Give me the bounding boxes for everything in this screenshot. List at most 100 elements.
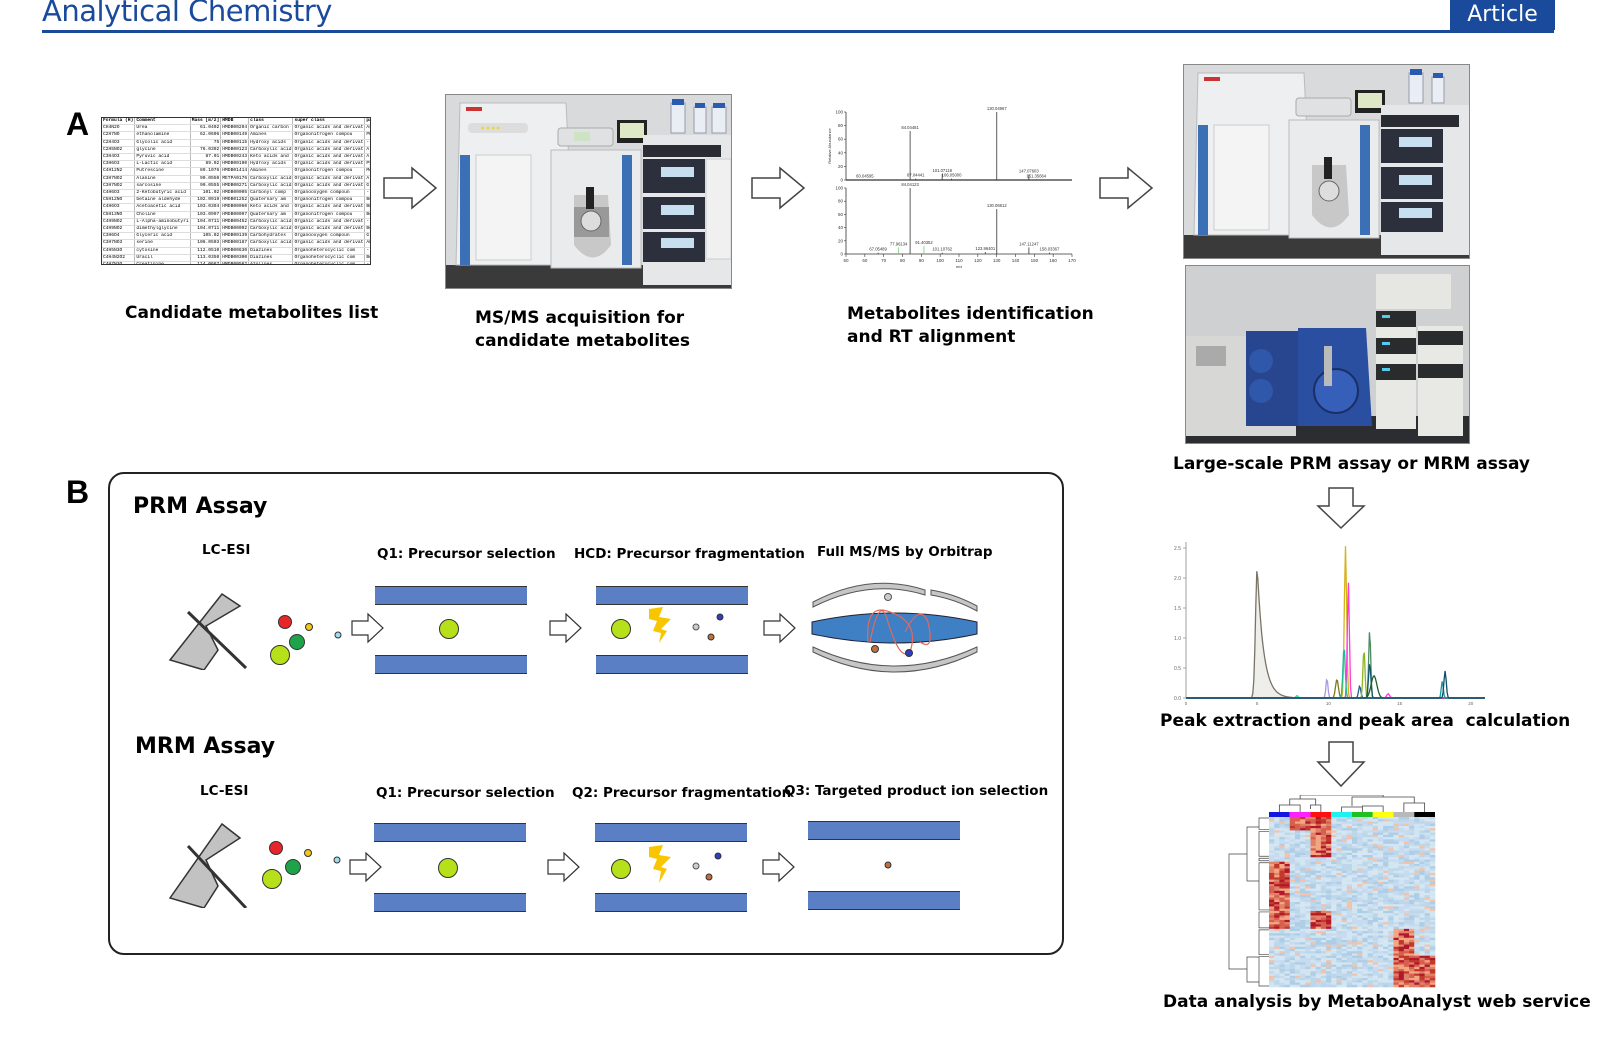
heatmap-cell <box>1269 846 1275 849</box>
heatmap-cell <box>1393 875 1399 878</box>
heatmap-cell <box>1326 973 1332 977</box>
heatmap-cell <box>1367 969 1374 972</box>
heatmap-cell <box>1393 982 1399 986</box>
heatmap-cell <box>1279 915 1285 918</box>
heatmap-cell <box>1305 973 1311 977</box>
heatmap-cell <box>1398 915 1405 918</box>
heatmap-cell <box>1383 855 1389 858</box>
heatmap-cell <box>1331 875 1337 878</box>
heatmap-cell <box>1388 926 1394 930</box>
heatmap-cell <box>1320 846 1327 849</box>
heatmap-cell <box>1269 980 1275 983</box>
heatmap-cell <box>1414 879 1420 883</box>
heatmap-cell <box>1393 819 1399 822</box>
heatmap-cell <box>1336 866 1342 869</box>
dendrogram-branch <box>1246 826 1259 882</box>
heatmap-cell <box>1393 933 1399 936</box>
heatmap-cell <box>1300 910 1306 914</box>
heatmap-cell <box>1414 888 1420 892</box>
heatmap-cell <box>1393 823 1399 827</box>
heatmap-cell <box>1362 895 1368 898</box>
heatmap-cell <box>1409 951 1415 954</box>
heatmap-cell <box>1362 922 1368 925</box>
heatmap-cell <box>1315 888 1322 892</box>
heatmap-cell <box>1352 924 1358 927</box>
heatmap-cell <box>1269 913 1275 916</box>
heatmap-cell <box>1362 971 1368 974</box>
heatmap-cell <box>1409 839 1415 842</box>
heatmap-cell <box>1383 917 1389 921</box>
table-cell: 103.0997 <box>190 211 222 219</box>
heatmap-cell <box>1377 957 1384 961</box>
heatmap-cell <box>1300 841 1306 845</box>
heatmap-cell <box>1357 915 1363 918</box>
heatmap-cell <box>1367 910 1374 914</box>
heatmap-cell <box>1331 886 1337 889</box>
heatmap-cell <box>1377 973 1384 977</box>
heatmap-cell <box>1269 861 1275 865</box>
heatmap-cell <box>1362 906 1368 910</box>
heatmap-cell <box>1393 975 1399 979</box>
heatmap-cell <box>1305 940 1311 943</box>
heatmap-cell <box>1326 859 1332 863</box>
heatmap-cell <box>1419 933 1425 936</box>
heatmap-cell <box>1326 960 1332 963</box>
table-cell: Organic acids and derivat <box>292 225 366 234</box>
heatmap-cell <box>1419 962 1425 965</box>
heatmap-cell <box>1393 877 1399 880</box>
heatmap-cell <box>1294 825 1301 829</box>
heatmap-cell <box>1352 919 1358 923</box>
heatmap-cell <box>1284 884 1291 887</box>
heatmap-cell <box>1352 910 1358 914</box>
heatmap-cell <box>1305 982 1311 986</box>
heatmap-cell <box>1377 962 1384 965</box>
table-cell: Organic acids and derivat <box>292 124 366 133</box>
heatmap-cell <box>1289 964 1296 968</box>
heatmap-cell <box>1367 935 1374 939</box>
heatmap-cell <box>1383 902 1389 905</box>
heatmap-cell <box>1320 877 1327 880</box>
heatmap-cell <box>1383 895 1389 898</box>
heatmap-cell <box>1310 969 1316 972</box>
heatmap-cell <box>1357 857 1363 860</box>
heatmap-cell <box>1346 852 1353 856</box>
heatmap-cell <box>1383 893 1389 896</box>
heatmap-cell <box>1279 855 1285 858</box>
heatmap-cell <box>1377 855 1384 858</box>
heatmap-cell <box>1331 825 1337 829</box>
heatmap-cell <box>1310 957 1316 961</box>
heatmap-cell <box>1289 819 1296 822</box>
heatmap-cell <box>1269 966 1275 970</box>
heatmap-cell <box>1294 857 1301 860</box>
heatmap-cell <box>1336 982 1342 986</box>
heatmap-cell <box>1357 823 1363 827</box>
heatmap-cell <box>1414 910 1420 914</box>
heatmap-cell <box>1284 946 1291 950</box>
heatmap-cell <box>1279 877 1285 880</box>
table-cell: HMDB00190 <box>220 160 250 169</box>
heatmap-cell <box>1326 978 1332 981</box>
heatmap-cell <box>1310 857 1316 860</box>
heatmap-cell <box>1393 870 1399 874</box>
table-cell: C4H7N3O <box>102 261 136 264</box>
heatmap-cell <box>1403 980 1410 983</box>
dendrogram-branch <box>1310 804 1322 813</box>
heatmap-cell <box>1362 948 1368 952</box>
table-cell: C2H4O3 <box>102 139 136 147</box>
heatmap-cell <box>1414 884 1420 887</box>
heatmap-cell <box>1403 948 1410 952</box>
heatmap-cell <box>1326 933 1332 936</box>
heatmap-cell <box>1403 825 1410 829</box>
heatmap-cell <box>1326 969 1332 972</box>
heatmap-cell <box>1419 957 1425 961</box>
heatmap-cell <box>1388 964 1394 968</box>
heatmap-cell <box>1310 828 1316 831</box>
heatmap-cell <box>1289 828 1296 831</box>
heatmap-cell <box>1315 881 1322 885</box>
heatmap-cell <box>1279 850 1285 854</box>
heatmap-cell <box>1326 975 1332 979</box>
heatmap-cell <box>1393 922 1399 925</box>
heatmap-cell <box>1310 884 1316 887</box>
mrm-stage-q3: Q3: Targeted product ion selection <box>784 783 1049 799</box>
